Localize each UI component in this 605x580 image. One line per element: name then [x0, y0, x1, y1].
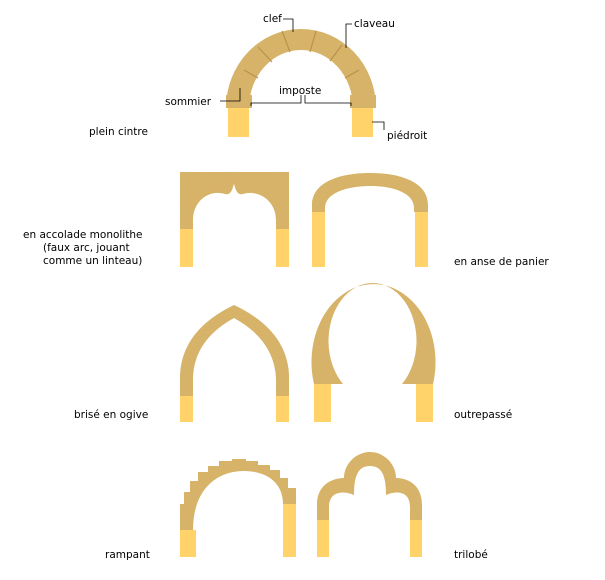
- label-accolade-line1: en accolade monolithe: [23, 229, 143, 241]
- arch-ring: [317, 452, 422, 520]
- label-piedroit: piédroit: [387, 130, 428, 142]
- sommier-right: [350, 95, 376, 108]
- sommier-left: [226, 95, 252, 108]
- piedroit-left: [228, 108, 249, 137]
- label-imposte: imposte: [279, 85, 322, 97]
- label-clef: clef: [263, 13, 282, 25]
- piedroit-right: [283, 504, 296, 557]
- arch-rampant: [180, 459, 296, 557]
- label-claveau: claveau: [354, 18, 395, 30]
- arch-ring: [180, 459, 296, 530]
- piedroit-left: [180, 530, 196, 557]
- arch-ring: [312, 173, 428, 212]
- monolith-lintel: [180, 172, 289, 229]
- label-accolade-line3: comme un linteau): [43, 255, 143, 267]
- label-ogive: brisé en ogive: [74, 409, 149, 421]
- piedroit-right: [415, 212, 428, 267]
- piedroit-left: [314, 384, 331, 422]
- piedroit-right: [276, 229, 289, 267]
- arch-ring: [180, 305, 289, 396]
- piedroit-right: [410, 520, 422, 557]
- label-plein-cintre: plein cintre: [89, 126, 148, 138]
- arch-anse-panier: [312, 173, 428, 267]
- arch-ring: [311, 282, 436, 384]
- arch-outrepasse: [311, 282, 436, 422]
- label-trilobe: trilobé: [454, 549, 488, 561]
- label-leader-lines: [220, 18, 385, 130]
- label-anse-panier: en anse de panier: [454, 256, 549, 268]
- piedroit-right: [276, 396, 289, 422]
- arch-ogive: [180, 305, 289, 422]
- piedroit-left: [180, 229, 193, 267]
- piedroit-right: [352, 108, 373, 137]
- arch-plein-cintre: [226, 29, 376, 137]
- piedroit-left: [317, 520, 329, 557]
- voussoir-joints: [243, 30, 360, 79]
- label-sommier: sommier: [165, 96, 212, 108]
- piedroit-left: [312, 212, 325, 267]
- label-outrepasse: outrepassé: [454, 409, 513, 421]
- arch-accolade: [180, 172, 289, 267]
- label-rampant: rampant: [105, 549, 150, 561]
- arch-trilobe: [317, 452, 422, 557]
- piedroit-left: [180, 396, 193, 422]
- label-accolade-line2: (faux arc, jouant: [43, 242, 130, 254]
- piedroit-right: [416, 384, 433, 422]
